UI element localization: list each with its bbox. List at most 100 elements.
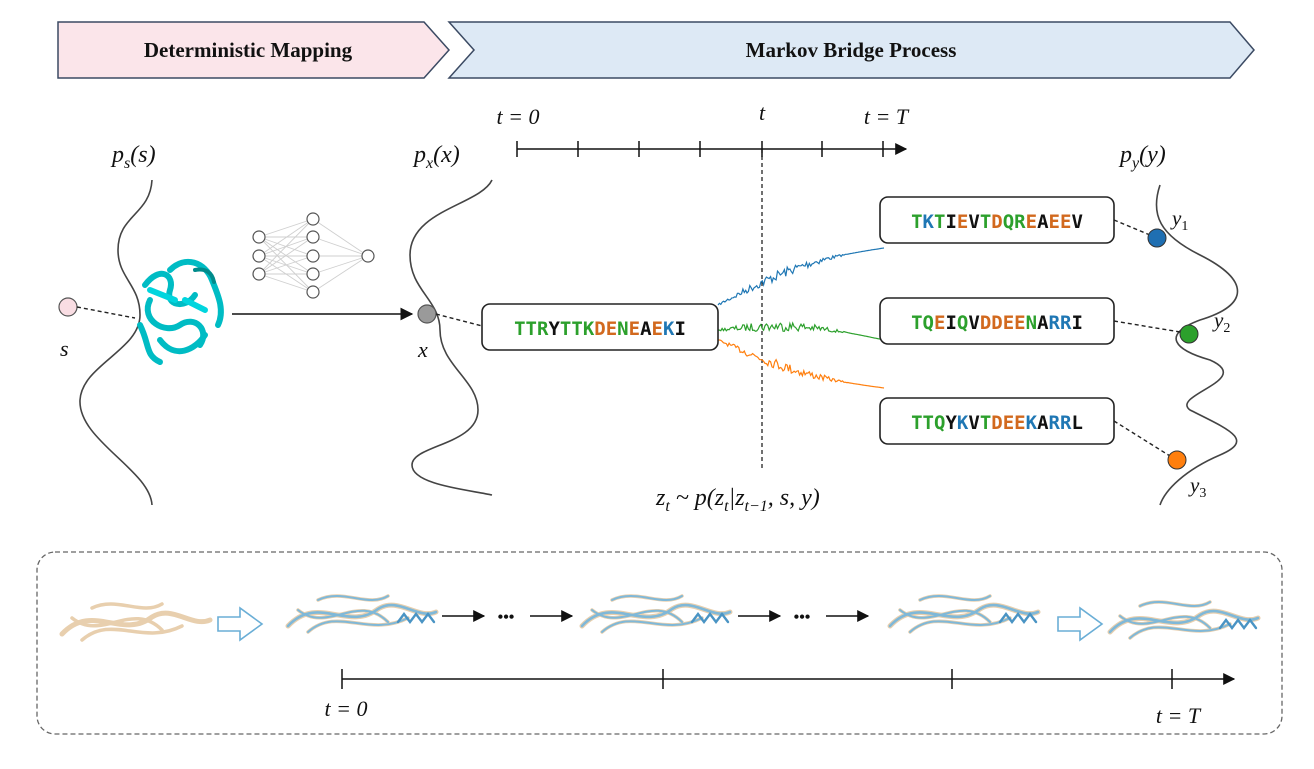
protein-structure-image: [137, 258, 224, 365]
source-seq-residue: D: [594, 318, 605, 340]
target2-seq-residue: I: [1071, 312, 1082, 334]
target2-seq-residue: D: [980, 312, 991, 334]
target3-seq-residue: V: [968, 412, 979, 434]
target1-seq-residue: T: [934, 211, 945, 233]
y3-point: [1167, 450, 1187, 470]
target2-seq-residue: R: [1060, 312, 1072, 334]
target3-seq-residue: K: [1026, 412, 1038, 434]
x-point: [417, 304, 437, 324]
target3-seq-residue: A: [1037, 412, 1049, 434]
source-seq-residue: T: [571, 318, 582, 340]
target3-seq-residue: E: [1003, 412, 1014, 434]
y2-point: [1179, 324, 1199, 344]
structure-snapshot-3: [887, 594, 1041, 634]
target3-seq-residue: R: [1060, 412, 1072, 434]
time-axis-start-label: t = 0: [497, 104, 540, 129]
source-seq-residue: T: [560, 318, 571, 340]
target2-seq-residue: I: [945, 312, 956, 334]
nn-node: [252, 249, 266, 263]
target1-seq-residue: K: [923, 211, 935, 233]
target2-seq-residue: V: [968, 312, 979, 334]
bridge-path-blue: [717, 247, 885, 306]
source-seq-residue: T: [526, 318, 537, 340]
source-seq-residue: E: [606, 318, 617, 340]
source-seq-residue: I: [674, 318, 685, 340]
target1-seq-residue: E: [957, 211, 968, 233]
banner-right-chevron: [447, 21, 1255, 79]
ellipsis-1: •••: [498, 609, 515, 626]
target2-seq-residue: E: [934, 312, 945, 334]
target1-seq-residue: Q: [1003, 211, 1014, 233]
target3-seq-residue: L: [1071, 412, 1082, 434]
target-sequence-1: TKTIEVTDQREAEEV: [911, 211, 1083, 233]
time-axis-end-label: t = T: [864, 104, 910, 129]
target2-seq-residue: Q: [957, 312, 968, 334]
target1-seq-residue: R: [1014, 211, 1026, 233]
source-sequence-box: [481, 303, 719, 351]
s-label: s: [60, 336, 69, 361]
y3-label: y3: [1188, 473, 1206, 501]
target3-seq-residue: E: [1014, 412, 1025, 434]
nn-node: [306, 267, 320, 281]
target1-seq-residue: E: [1026, 211, 1037, 233]
target2-seq-residue: E: [1003, 312, 1014, 334]
banner-left-chevron: [57, 21, 451, 79]
source-seq-residue: R: [537, 318, 549, 340]
structure-snapshot-1: [285, 594, 439, 634]
neural-network-icon: [252, 212, 375, 299]
source-seq-residue: E: [629, 318, 640, 340]
banner-left-label: Deterministic Mapping: [144, 38, 353, 62]
banner-right-label: Markov Bridge Process: [746, 38, 957, 62]
s-point: [58, 297, 78, 317]
target1-seq-residue: E: [1049, 211, 1060, 233]
px-label: px(x): [412, 142, 460, 172]
nn-node: [306, 249, 320, 263]
y2-label: y2: [1212, 308, 1230, 336]
source-seq-residue: T: [514, 318, 525, 340]
target1-seq-residue: I: [945, 211, 956, 233]
source-seq-residue: E: [652, 318, 663, 340]
time-axis-mid-label: t: [759, 100, 766, 125]
ps-density-curve: [79, 179, 153, 506]
target-sequence-2: TQEIQVDDEENARRI: [911, 312, 1083, 334]
source-sequence: TTRYTTKDENEAEKI: [514, 318, 686, 340]
target2-seq-residue: E: [1014, 312, 1025, 334]
bottom-panel-frame: [36, 551, 1283, 735]
bridge-path-orange: [718, 339, 885, 389]
target2-seq-residue: Q: [923, 312, 934, 334]
ps-label: ps(s): [110, 142, 156, 172]
px-density-curve: [409, 179, 493, 496]
target1-seq-residue: A: [1037, 211, 1049, 233]
target2-seq-residue: N: [1026, 312, 1037, 334]
banner: Deterministic Mapping Markov Bridge Proc…: [57, 21, 1255, 79]
s-to-protein-dash: [76, 306, 136, 319]
target2-seq-residue: T: [911, 312, 922, 334]
target1-seq-residue: T: [911, 211, 922, 233]
nn-node: [306, 212, 320, 226]
target3-seq-residue: Y: [945, 412, 957, 434]
target3-seq-residue: D: [991, 412, 1002, 434]
structure-snapshot-2: [579, 594, 733, 634]
target3-seq-residue: T: [923, 412, 934, 434]
hollow-arrow-right: [1057, 606, 1104, 642]
y2-dash: [1113, 320, 1181, 333]
bottom-timeline: [341, 669, 1236, 689]
target1-seq-residue: V: [968, 211, 979, 233]
hollow-arrow-left: [217, 606, 264, 642]
target3-seq-residue: K: [957, 412, 969, 434]
source-seq-residue: K: [663, 318, 675, 340]
target3-seq-residue: T: [911, 412, 922, 434]
nn-node: [361, 249, 375, 263]
target1-seq-residue: D: [991, 211, 1002, 233]
target1-seq-residue: E: [1060, 211, 1071, 233]
source-seq-residue: A: [640, 318, 652, 340]
source-seq-residue: Y: [548, 318, 560, 340]
structure-snapshot-4: [1107, 600, 1261, 640]
x-to-seq-dash: [435, 313, 483, 327]
transition-formula: zt ~ p(zt|zt−1, s, y): [655, 485, 820, 515]
bottom-timeline-end-label: t = T: [1156, 703, 1202, 728]
x-label: x: [417, 337, 428, 362]
target3-seq-residue: T: [980, 412, 991, 434]
target3-seq-residue: R: [1049, 412, 1061, 434]
